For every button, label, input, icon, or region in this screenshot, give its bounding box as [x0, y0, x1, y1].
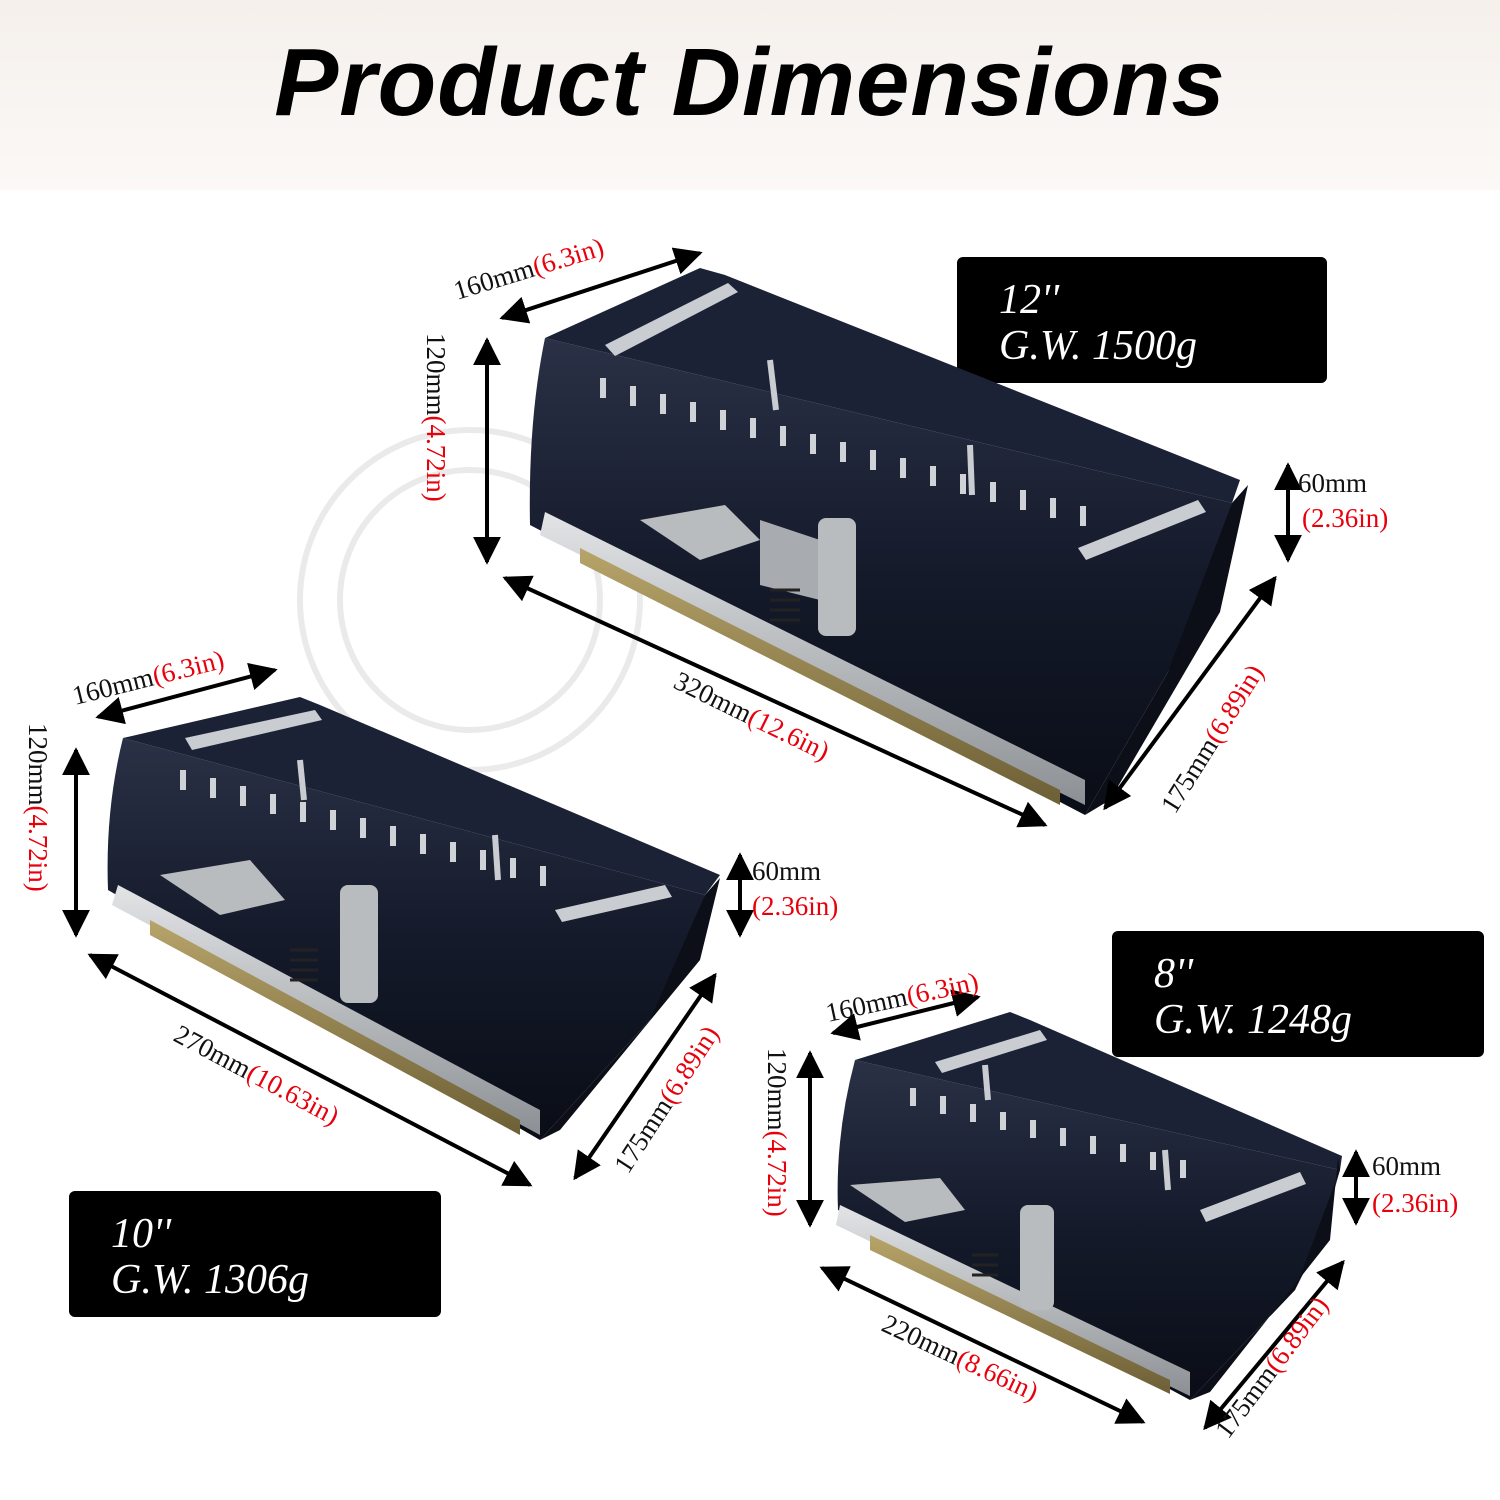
tool-comb-slots — [180, 770, 546, 886]
badge-weight: G.W. 1500g — [999, 323, 1197, 369]
tool-lever-plate — [850, 1178, 965, 1222]
arrow-length-10in — [87, 953, 533, 1187]
tool-end-plate — [1085, 485, 1248, 815]
wing-nut-icon — [1162, 1149, 1171, 1191]
wing-nut-icon — [297, 759, 307, 801]
dim-height-label: 120mm(4.72in) — [762, 1048, 792, 1217]
tool-12in — [529, 268, 1248, 815]
tool-clamp — [818, 518, 856, 636]
wing-nut-icon — [492, 834, 501, 881]
arrow-width-10in — [95, 662, 278, 725]
tool-comb-slots — [600, 378, 1086, 526]
arrow-width-12in — [499, 247, 703, 324]
tool-clamp — [1020, 1205, 1054, 1310]
tool-spring-handle — [935, 1030, 1047, 1073]
dim-lip-in: (2.36in) — [1372, 1188, 1458, 1218]
tool-spring-handle — [1078, 500, 1206, 560]
badge-size: 12'' — [999, 277, 1059, 323]
badge-8in: 8'' G.W. 1248g — [1112, 931, 1484, 1057]
badge-weight: G.W. 1306g — [111, 1257, 309, 1303]
tool-body — [107, 738, 706, 1140]
dim-height-label: 120mm(4.72in) — [23, 723, 53, 892]
header-band — [0, 0, 1500, 190]
tool-top-edge — [545, 268, 1240, 503]
tool-clamp — [340, 885, 378, 1003]
arrow-width-8in — [830, 989, 981, 1041]
badge-10in: 10'' G.W. 1306g — [69, 1191, 441, 1317]
arrow-length-8in — [819, 1266, 1146, 1424]
dim-lip-mm: 60mm — [1372, 1151, 1441, 1181]
badge-weight: G.W. 1248g — [1154, 997, 1352, 1043]
tool-comb-slots — [910, 1088, 1186, 1178]
tool-top-edge — [123, 697, 720, 895]
arrow-depth-10in — [573, 972, 717, 1181]
dim-lip-mm: 60mm — [1298, 468, 1367, 498]
wing-nut-icon — [982, 1064, 991, 1101]
dim-lip-mm: 60mm — [752, 856, 821, 886]
dim-lip-in: (2.36in) — [1302, 503, 1388, 533]
arrow-depth-8in — [1203, 1259, 1345, 1431]
dim-width-label: 160mm(6.3in) — [823, 966, 981, 1028]
tool-end-plate — [540, 878, 720, 1140]
dim-width-label: 160mm(6.3in) — [69, 644, 227, 711]
badge-size: 8'' — [1154, 951, 1193, 997]
wing-nut-icon — [767, 359, 779, 411]
arrow-length-12in — [502, 575, 1048, 828]
tool-spring-handle — [555, 885, 672, 922]
page-title: Product Dimensions — [274, 29, 1226, 136]
dim-lip-in: (2.36in) — [752, 891, 838, 921]
arrow-depth-12in — [1103, 575, 1277, 811]
dimension-arrows — [62, 247, 1370, 1431]
tool-lever-plate — [160, 860, 285, 915]
dim-width-label: 160mm(6.3in) — [450, 232, 607, 306]
tool-lever-plate — [640, 505, 760, 560]
tool-10in — [107, 697, 720, 1140]
dim-length-label: 220mm(8.66in) — [877, 1308, 1043, 1407]
tool-spring-handle — [185, 710, 322, 750]
badge-size: 10'' — [111, 1211, 171, 1257]
dim-height-label: 120mm(4.72in) — [421, 333, 451, 502]
tool-spring-handle — [1200, 1172, 1306, 1222]
wing-nut-icon — [967, 444, 975, 496]
badge-12in: 12'' G.W. 1500g — [957, 257, 1327, 383]
